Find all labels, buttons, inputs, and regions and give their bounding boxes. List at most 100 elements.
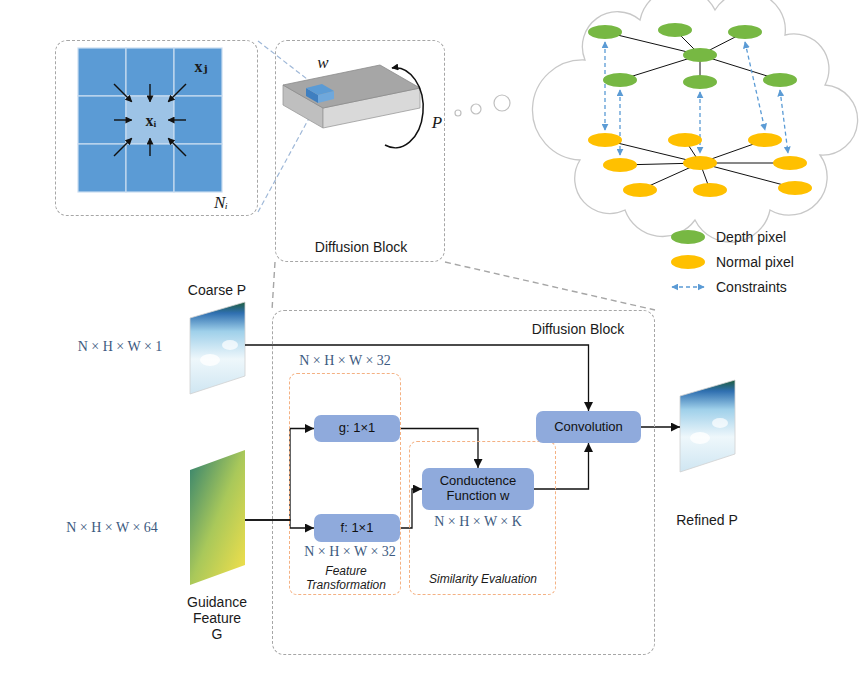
legend-swatch (671, 230, 705, 244)
guidance-feature-image (190, 450, 245, 585)
coarse-map-image (222, 340, 238, 350)
refined-map-image (690, 432, 710, 444)
node-text: Similarity Evaluation (416, 573, 551, 587)
pixel-ellipse (763, 73, 797, 87)
refined-map-image (712, 418, 728, 428)
legend-line (672, 286, 704, 287)
neighbor-arrow (114, 138, 132, 156)
legend-text: Normal pixel (716, 254, 794, 270)
neighbor-arrow (114, 119, 132, 120)
guidance-feature: Guidance Feature G (190, 450, 245, 585)
cloud-outline (532, 0, 857, 242)
legend-item: Constraints (668, 276, 787, 298)
diffusion-overview: wP Diffusion Block (275, 40, 445, 262)
thought-bubbles (455, 95, 510, 116)
dimension-label: N × H × W × 1 (78, 339, 163, 355)
flow-arrow (400, 429, 478, 469)
node-text: Nᵢ (214, 193, 228, 213)
pixel-ellipse (693, 183, 727, 197)
legend-text: Depth pixel (716, 229, 786, 245)
pixel-link (620, 163, 700, 165)
pixel-ellipse (683, 48, 717, 62)
flow-arrow (245, 429, 314, 521)
window-cube (318, 91, 334, 103)
coarse-map-image (200, 354, 220, 366)
neighbor-arrow (168, 84, 186, 102)
node-text: Diffusion Block (532, 321, 624, 337)
pixel-ellipse (773, 156, 807, 170)
process-box: Convolution (536, 411, 641, 443)
pixel-ellipse (668, 133, 702, 147)
thought-bubbles (494, 95, 510, 111)
zoom-line (258, 98, 320, 212)
iteration-arrow (385, 68, 423, 148)
zoom-line (445, 262, 655, 310)
grid-cell (78, 48, 126, 96)
pixel-ellipse (748, 133, 782, 147)
grid-cell (126, 48, 174, 96)
feature-slab (283, 65, 420, 108)
feature-slab (283, 85, 323, 128)
pixel-ellipse (623, 183, 657, 197)
pixel-link (700, 55, 780, 80)
feature-transformation: g: 1×1 f: 1×1Feature Transformation (289, 373, 401, 595)
flow-arrow (641, 426, 680, 427)
pixel-link (605, 32, 700, 55)
coarse-map-image (190, 302, 245, 394)
legend-item: Normal pixel (668, 251, 794, 273)
window-cube (306, 84, 334, 103)
thought-bubbles (455, 110, 461, 116)
constraint-arrow (780, 90, 788, 153)
pixel-link (700, 55, 701, 82)
box-text: Convolution (554, 420, 623, 435)
process-box: f: 1×1 (314, 514, 400, 542)
pixel-ellipse (658, 23, 692, 37)
constraint-arrows (605, 42, 788, 155)
pixel-link (700, 32, 745, 55)
pixel-ellipse (603, 158, 637, 172)
neighborhood-panel: xⱼxᵢNᵢ (55, 40, 258, 216)
pixel-link (685, 140, 700, 163)
flow-arrow (245, 345, 589, 411)
neighbor-arrows (114, 84, 186, 156)
grid-cell (174, 48, 222, 96)
neighbor-arrow (168, 138, 186, 156)
node-text: Feature Transformation (294, 565, 398, 593)
process-box: g: 1×1 (314, 415, 400, 442)
neighborhood-grid (78, 48, 222, 192)
grid-cell (174, 144, 222, 192)
constraint-arrow (619, 90, 620, 155)
node-text: P (432, 113, 442, 133)
feature-slab (283, 65, 420, 128)
grid-cell (78, 96, 126, 144)
pixel-link (700, 163, 795, 188)
pixel-ellipse (683, 156, 717, 170)
feature-slab (323, 88, 420, 128)
node-text: xⱼ (194, 58, 207, 76)
neighbor-arrow (149, 138, 150, 156)
grid-cell (174, 96, 222, 144)
box-text: Conductence Function w (428, 474, 528, 504)
pixel-ellipse (728, 25, 762, 39)
node-text: Diffusion Block (315, 239, 407, 255)
constraint-arrow (699, 92, 700, 153)
legend-swatch (671, 255, 705, 269)
window-cube (306, 84, 334, 95)
constraint-arrow (604, 42, 605, 130)
pixel-ellipse (778, 181, 812, 195)
pixel-links (605, 30, 795, 190)
neighbor-arrow (168, 119, 186, 120)
legend-item: Depth pixel (668, 226, 786, 248)
pixel-ellipse (588, 133, 622, 147)
dimension-label: N × H × W × K (434, 514, 522, 530)
node-text: w (317, 53, 328, 73)
refined-map: Refined P (680, 380, 735, 472)
box-text: g: 1×1 (339, 421, 376, 436)
legend-sample (668, 253, 708, 271)
neighbor-arrow (114, 84, 132, 102)
pixel-link (605, 140, 700, 163)
node-text: Guidance Feature G (186, 594, 248, 642)
coarse-map-image (190, 302, 245, 394)
dimension-label: N × H × W × 32 (299, 353, 391, 369)
